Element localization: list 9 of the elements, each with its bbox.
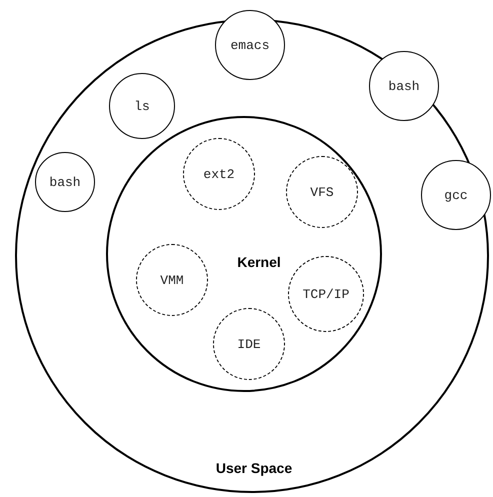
- process-circle: ls: [109, 73, 175, 139]
- module-circle: IDE: [213, 308, 285, 380]
- module-circle: VMM: [136, 244, 208, 316]
- kernel-label: Kernel: [237, 254, 281, 270]
- module-circle: TCP/IP: [288, 256, 364, 332]
- module-circle: VFS: [286, 156, 358, 228]
- process-circle: bash: [35, 152, 95, 212]
- region-label: User Space: [216, 460, 292, 476]
- module-circle: ext2: [183, 138, 255, 210]
